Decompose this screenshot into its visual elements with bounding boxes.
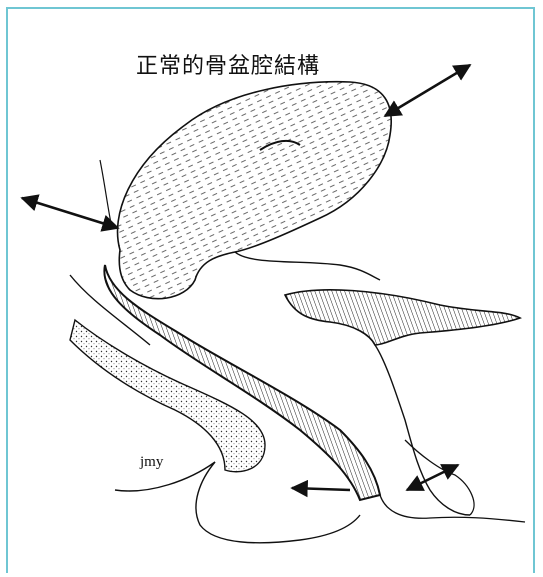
arrow-top-right bbox=[385, 65, 470, 116]
artist-signature: jmy bbox=[140, 454, 163, 471]
rectum-shape bbox=[285, 290, 520, 345]
uterus-shape bbox=[118, 82, 392, 299]
arrow-left bbox=[22, 198, 118, 228]
bladder-shape bbox=[70, 320, 265, 472]
diagram-title: 正常的骨盆腔結構 bbox=[136, 48, 396, 80]
arrow-bottom-right bbox=[407, 465, 458, 490]
arrow-bottom-center bbox=[292, 488, 350, 490]
